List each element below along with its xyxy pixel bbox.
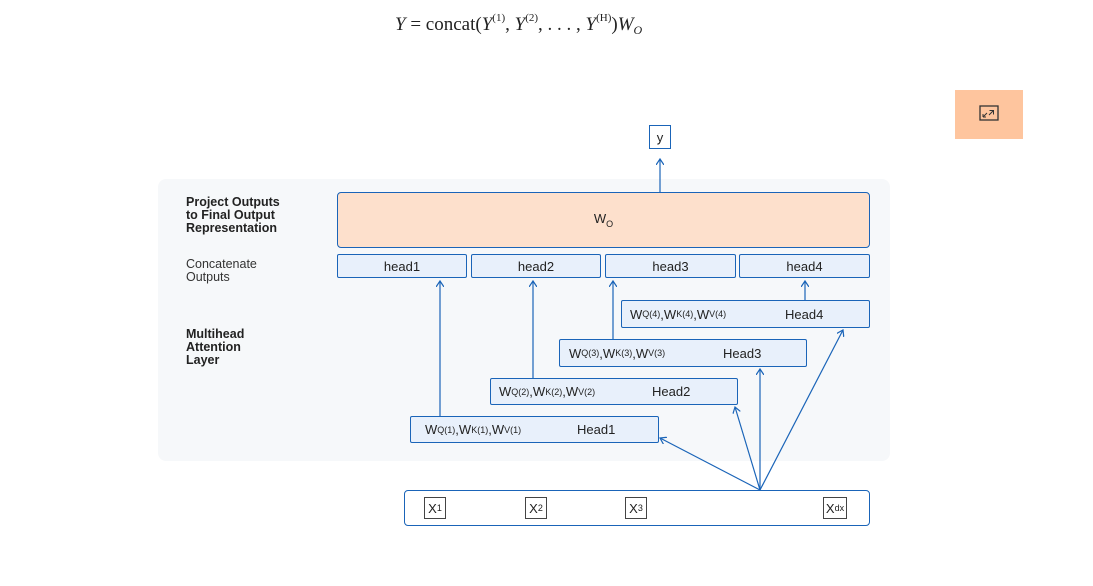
head4-output: head4 — [739, 254, 870, 278]
head3-output: head3 — [605, 254, 736, 278]
head1-label: Head1 — [577, 422, 616, 437]
output-y: y — [649, 125, 671, 149]
wo-projection-box: WO — [337, 192, 870, 248]
formula: Y = concat(Y(1), Y(2), . . . , Y(H))WO — [395, 12, 643, 37]
multihead-attention-label: Multihead Attention Layer — [186, 327, 245, 367]
expand-icon — [979, 105, 999, 124]
head2-label: Head2 — [652, 384, 691, 399]
head1-output: head1 — [337, 254, 467, 278]
head4-label: Head4 — [785, 306, 824, 322]
head3-label: Head3 — [723, 345, 762, 361]
project-outputs-label: Project Outputs to Final Output Represen… — [186, 195, 280, 235]
head2-output: head2 — [471, 254, 601, 278]
concatenate-outputs-label: Concatenate Outputs — [186, 257, 257, 284]
expand-button[interactable] — [955, 90, 1023, 139]
